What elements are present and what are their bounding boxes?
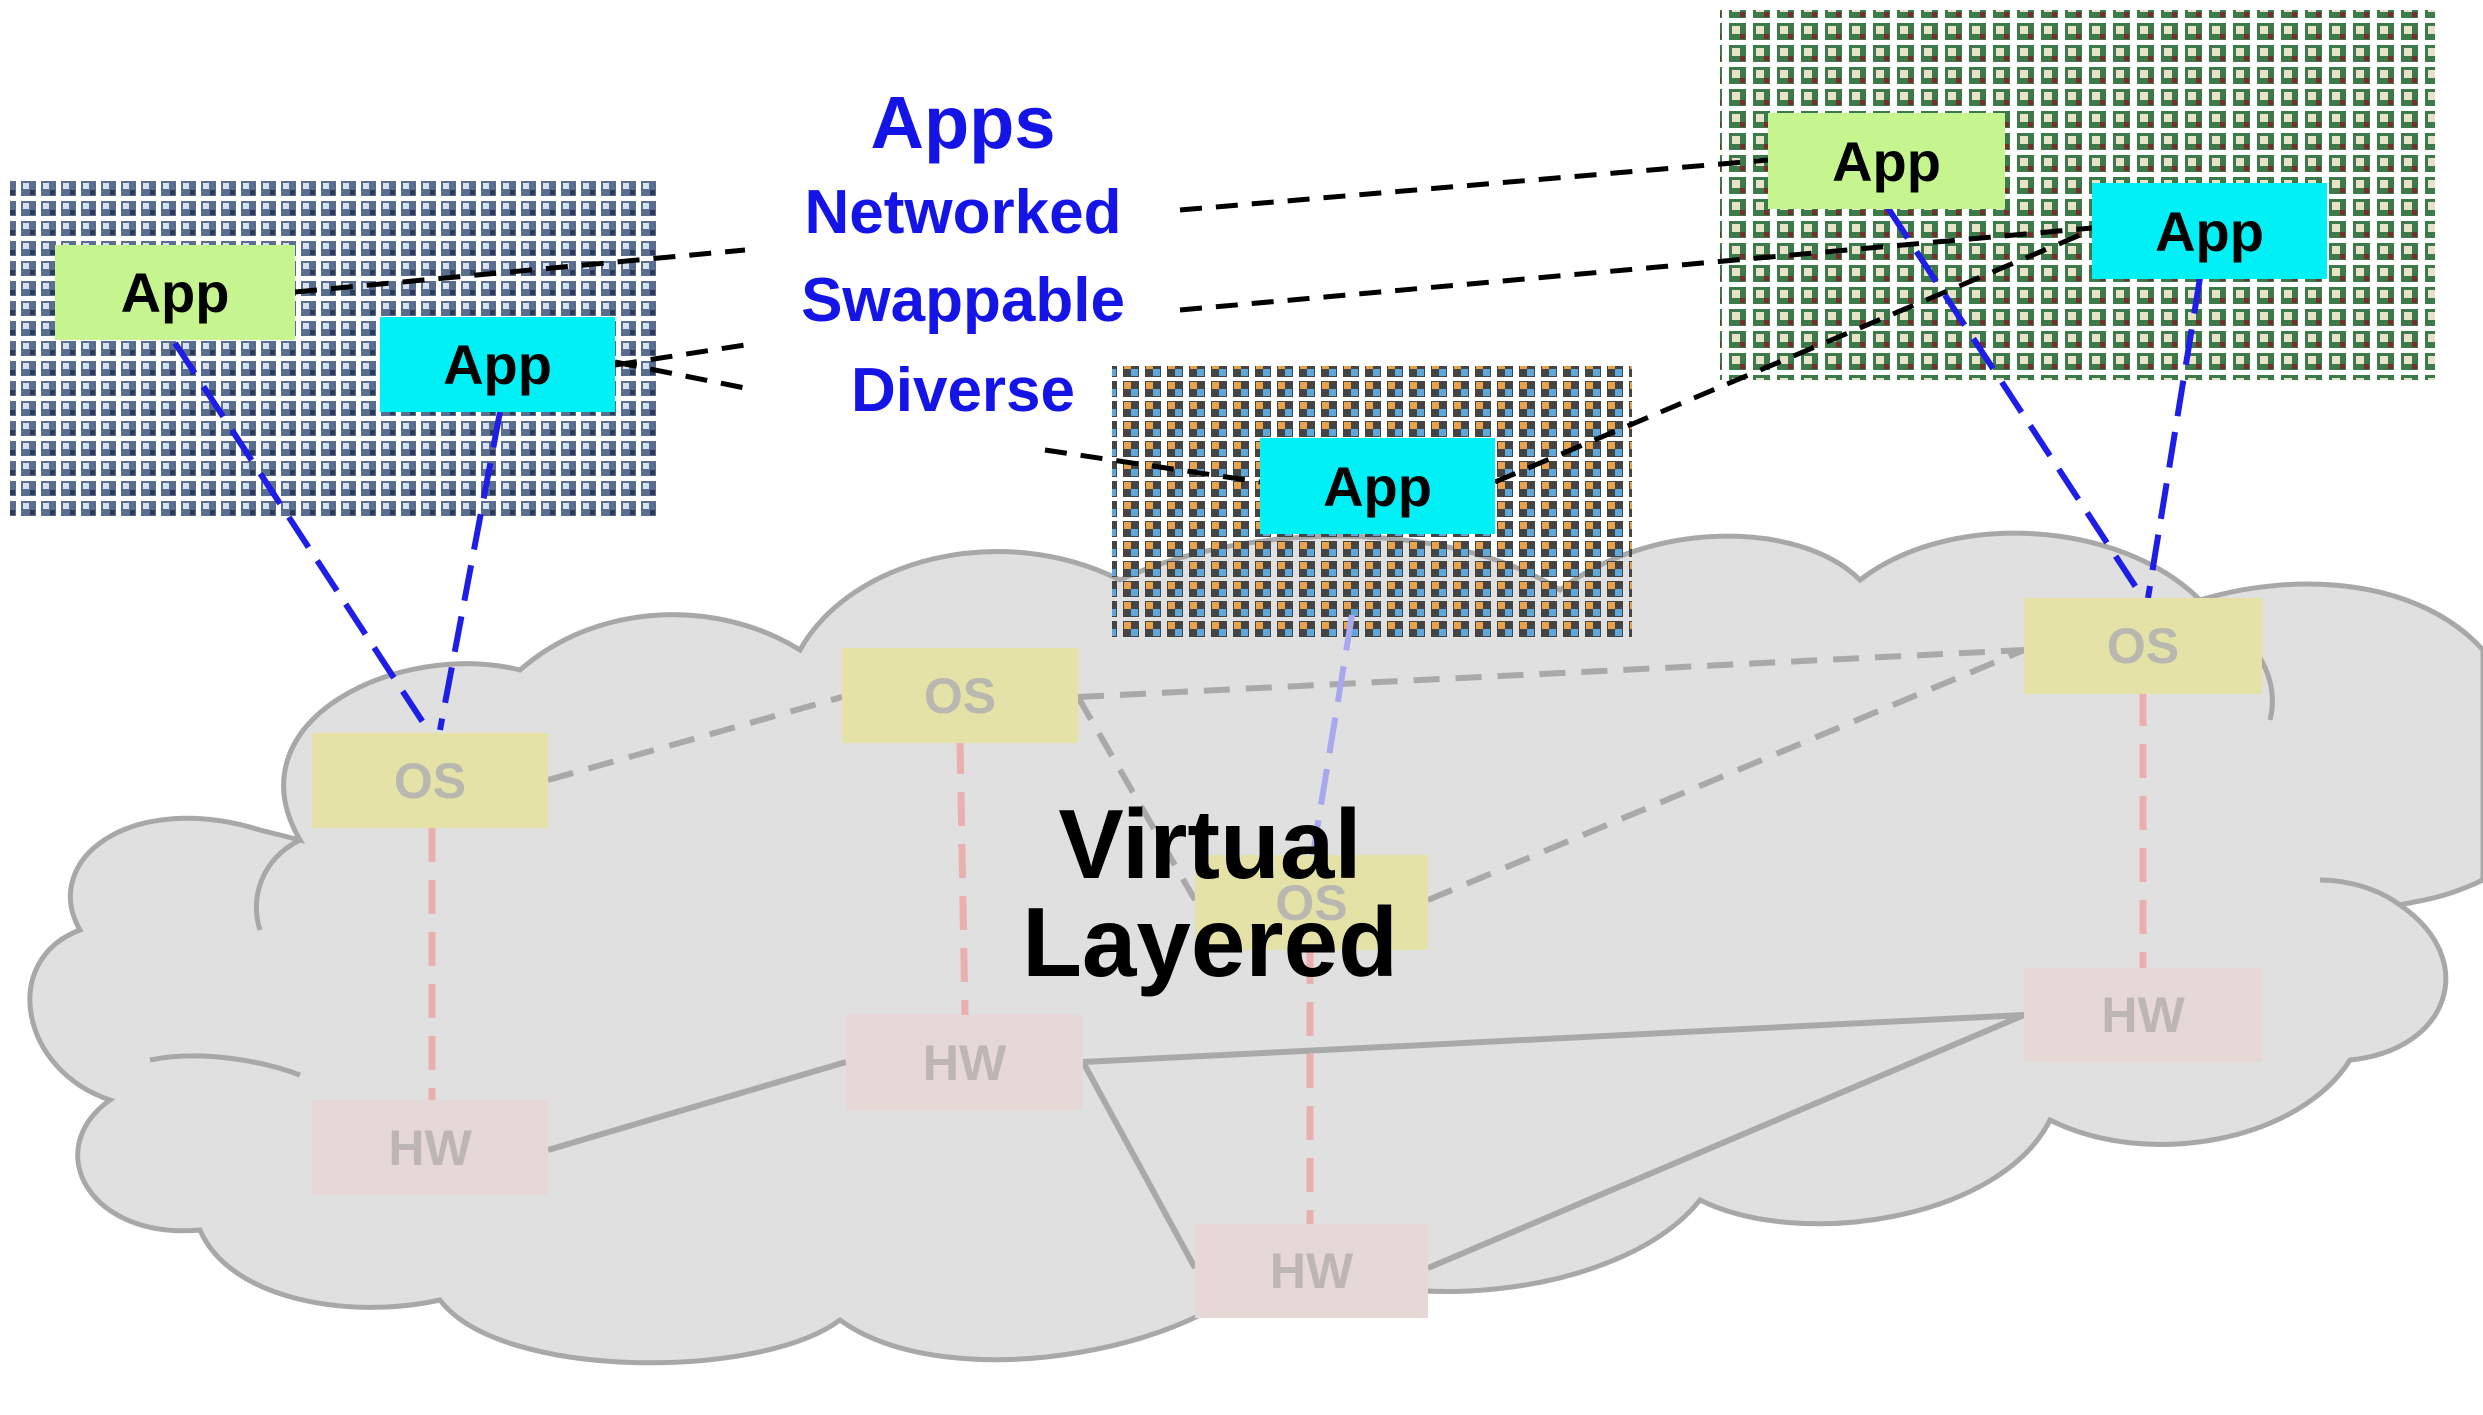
app-network-link	[294, 247, 746, 295]
os-node: OS	[2024, 598, 2262, 694]
app-network-link	[614, 359, 746, 391]
hw-node: HW	[846, 1015, 1083, 1110]
apps-trait-swappable: Swappable	[801, 266, 1125, 335]
app-os-link	[1885, 206, 2146, 600]
center-label: Virtual Layered	[960, 795, 1460, 991]
hw-link	[1082, 1012, 2025, 1065]
center-label-layered: Layered	[1022, 887, 1398, 997]
app-network-link	[1044, 447, 1261, 485]
os-link	[547, 694, 843, 783]
app-os-link	[2145, 277, 2203, 599]
app-node: App	[55, 245, 295, 340]
apps-trait-networked: Networked	[804, 178, 1122, 247]
cloud-inner-curve	[149, 1053, 301, 1078]
hw-node: HW	[312, 1100, 548, 1195]
app-node: App	[1768, 113, 2005, 209]
os-node: OS	[312, 733, 548, 828]
app-node: App	[2092, 183, 2327, 279]
hw-link	[547, 1059, 847, 1153]
app-network-link	[1179, 225, 2093, 313]
cloud-inner-curve	[253, 837, 302, 931]
app-node: App	[1260, 438, 1495, 534]
app-os-link	[437, 411, 503, 731]
cloud-inner-curve	[2319, 877, 2402, 908]
center-label-virtual: Virtual	[1058, 789, 1362, 899]
app-os-link-faded	[1309, 614, 1355, 861]
app-network-link	[614, 342, 746, 368]
hw-link	[1080, 1060, 1198, 1270]
apps-trait-diverse: Diverse	[850, 356, 1076, 425]
os-link	[1426, 647, 2026, 903]
hw-link	[1426, 1012, 2026, 1271]
app-node: App	[380, 317, 615, 412]
os-hw-link	[956, 739, 969, 1016]
os-node: OS	[1195, 855, 1428, 950]
app-network-link	[1494, 227, 2093, 485]
app-os-link	[172, 341, 431, 732]
os-node: OS	[842, 648, 1078, 743]
os-link	[1077, 647, 2025, 700]
hw-node: HW	[1195, 1224, 1428, 1318]
apps-title: Apps	[870, 81, 1056, 164]
hw-node: HW	[2024, 968, 2262, 1062]
app-network-link	[1179, 157, 1769, 213]
